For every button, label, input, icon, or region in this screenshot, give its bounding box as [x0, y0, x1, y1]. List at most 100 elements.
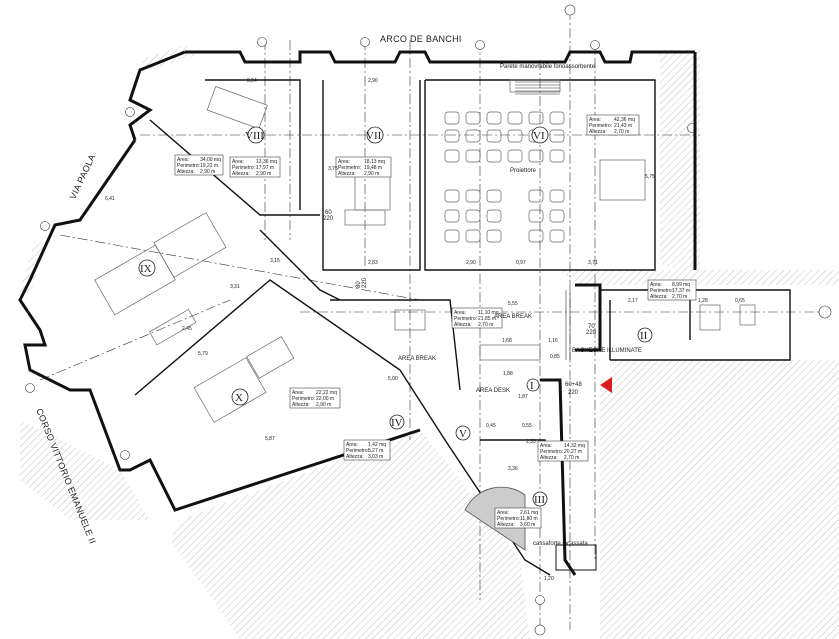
- svg-text:Altezza:: Altezza:: [232, 171, 250, 177]
- street-label-west: VIA PAOLA: [68, 153, 98, 201]
- door-east-label: 70: [588, 324, 595, 330]
- dimension: 2,90: [466, 260, 476, 266]
- svg-text:2,70 m: 2,70 m: [564, 455, 579, 461]
- door-small-label: 60: [325, 210, 332, 216]
- svg-text:Perimetro:: Perimetro:: [540, 449, 563, 455]
- chair: [528, 149, 544, 163]
- chair: [444, 129, 460, 143]
- svg-text:Altezza:: Altezza:: [346, 454, 364, 460]
- chair: [528, 209, 544, 223]
- info-box-iv: Area:1,42 mq Perimetro:5,27 m Altezza:3,…: [343, 439, 391, 461]
- svg-text:5,27 m: 5,27 m: [368, 448, 383, 454]
- dimension: 1,16: [548, 338, 558, 344]
- dimension: 0,45: [486, 423, 496, 429]
- room-id-i: I: [530, 380, 534, 392]
- svg-text:Perimetro:: Perimetro:: [589, 123, 612, 129]
- svg-text:Altezza:: Altezza:: [589, 129, 607, 135]
- info-box-break: Area:11,10 mq Perimetro:21,85 m Altezza:…: [451, 307, 503, 329]
- svg-text:17,97 m: 17,97 m: [256, 165, 274, 171]
- svg-text:2,70 m: 2,70 m: [672, 294, 687, 300]
- room-id-ii: II: [640, 330, 648, 342]
- svg-text:13,36 mq: 13,36 mq: [256, 159, 277, 165]
- chair: [486, 209, 502, 223]
- svg-text:2,70 m: 2,70 m: [478, 322, 493, 328]
- info-box-viii: Area:13,36 mq Perimetro:17,97 m Altezza:…: [229, 156, 281, 178]
- svg-text:2,90 m: 2,90 m: [200, 169, 215, 175]
- door-west-label: 80: [356, 281, 362, 288]
- dimension: 2,17: [628, 298, 638, 304]
- dimension: 3,31: [230, 284, 240, 290]
- svg-text:Area:: Area:: [232, 159, 244, 165]
- chair: [549, 149, 565, 163]
- room-id-viii: VIII: [245, 130, 264, 142]
- svg-text:Area:: Area:: [650, 282, 662, 288]
- svg-text:21,85 m: 21,85 m: [478, 316, 496, 322]
- exterior-hatching: [20, 45, 839, 639]
- svg-text:Altezza:: Altezza:: [292, 402, 310, 408]
- chair: [549, 111, 565, 125]
- svg-text:19,22 m: 19,22 m: [200, 163, 218, 169]
- dimension: 3,75: [328, 166, 338, 172]
- chair: [528, 189, 544, 203]
- svg-text:2,90 m: 2,90 m: [316, 402, 331, 408]
- dimension: 3,15: [270, 258, 280, 264]
- room-id-v: V: [459, 428, 467, 440]
- svg-text:2,90 m: 2,90 m: [364, 171, 379, 177]
- svg-text:Area:: Area:: [540, 443, 552, 449]
- chair: [549, 129, 565, 143]
- chair: [549, 229, 565, 243]
- dimension: 5,00: [388, 376, 398, 382]
- chair: [444, 111, 460, 125]
- chair: [486, 129, 502, 143]
- info-box-vii: Area:18,13 mq Perimetro:19,48 m Altezza:…: [335, 156, 392, 178]
- svg-text:17,37 m: 17,37 m: [672, 288, 690, 294]
- chair: [444, 149, 460, 163]
- chair: [465, 129, 481, 143]
- info-box-v: Area:14,32 mq Perimetro:20,27 m Altezza:…: [537, 440, 589, 462]
- svg-text:3,03 m: 3,03 m: [368, 454, 383, 460]
- svg-text:Altezza:: Altezza:: [454, 322, 472, 328]
- chair: [528, 111, 544, 125]
- chair: [528, 229, 544, 243]
- projector-label: Proiettore: [510, 168, 537, 174]
- svg-text:Area:: Area:: [346, 442, 358, 448]
- door-east-height: 220: [586, 330, 597, 336]
- svg-text:2,70 m: 2,70 m: [614, 129, 629, 135]
- svg-text:14,32 mq: 14,32 mq: [564, 443, 585, 449]
- room-id-vi: VI: [533, 130, 545, 142]
- door-main-height: 220: [568, 390, 579, 396]
- dimension-labels: 3,04 2,90 3,71 2,83 2,90 0,97 1,28 0,65 …: [105, 78, 745, 582]
- svg-text:2,61 mq: 2,61 mq: [520, 510, 538, 516]
- info-box-x: Area:22,22 mq Perimetro:22,00 m Altezza:…: [289, 387, 341, 409]
- dimension: 5,87: [265, 436, 275, 442]
- info-box-iii: Area:2,61 mq Perimetro:11,80 m Altezza:3…: [494, 507, 542, 529]
- svg-text:Perimetro:: Perimetro:: [650, 288, 673, 294]
- chair: [465, 189, 481, 203]
- svg-text:19,48 m: 19,48 m: [364, 165, 382, 171]
- chair: [465, 229, 481, 243]
- dimension: 1,87: [518, 394, 528, 400]
- svg-text:34,00 mq: 34,00 mq: [200, 157, 221, 163]
- chair: [465, 149, 481, 163]
- dimension: 0,85: [550, 354, 560, 360]
- chair: [444, 189, 460, 203]
- svg-text:8,99 mq: 8,99 mq: [672, 282, 690, 288]
- dimension: 6,41: [105, 196, 115, 202]
- info-box-ix: Area:34,00 mq Perimetro:19,22 m Altezza:…: [174, 154, 224, 176]
- dimension: 2,90: [368, 78, 378, 84]
- grid-markers: [25, 4, 832, 636]
- chair: [486, 149, 502, 163]
- svg-text:22,00 m: 22,00 m: [316, 396, 334, 402]
- room-id-ix: IX: [140, 263, 152, 275]
- dimension: 1,28: [698, 298, 708, 304]
- dimension: 2,83: [368, 260, 378, 266]
- room-id-x: X: [235, 392, 243, 404]
- svg-text:18,13 mq: 18,13 mq: [364, 159, 385, 165]
- chair: [549, 209, 565, 223]
- svg-text:Altezza:: Altezza:: [540, 455, 558, 461]
- svg-text:Perimetro:: Perimetro:: [497, 516, 520, 522]
- svg-text:Altezza:: Altezza:: [177, 169, 195, 175]
- chair: [486, 111, 502, 125]
- dimension: 5,55: [508, 301, 518, 307]
